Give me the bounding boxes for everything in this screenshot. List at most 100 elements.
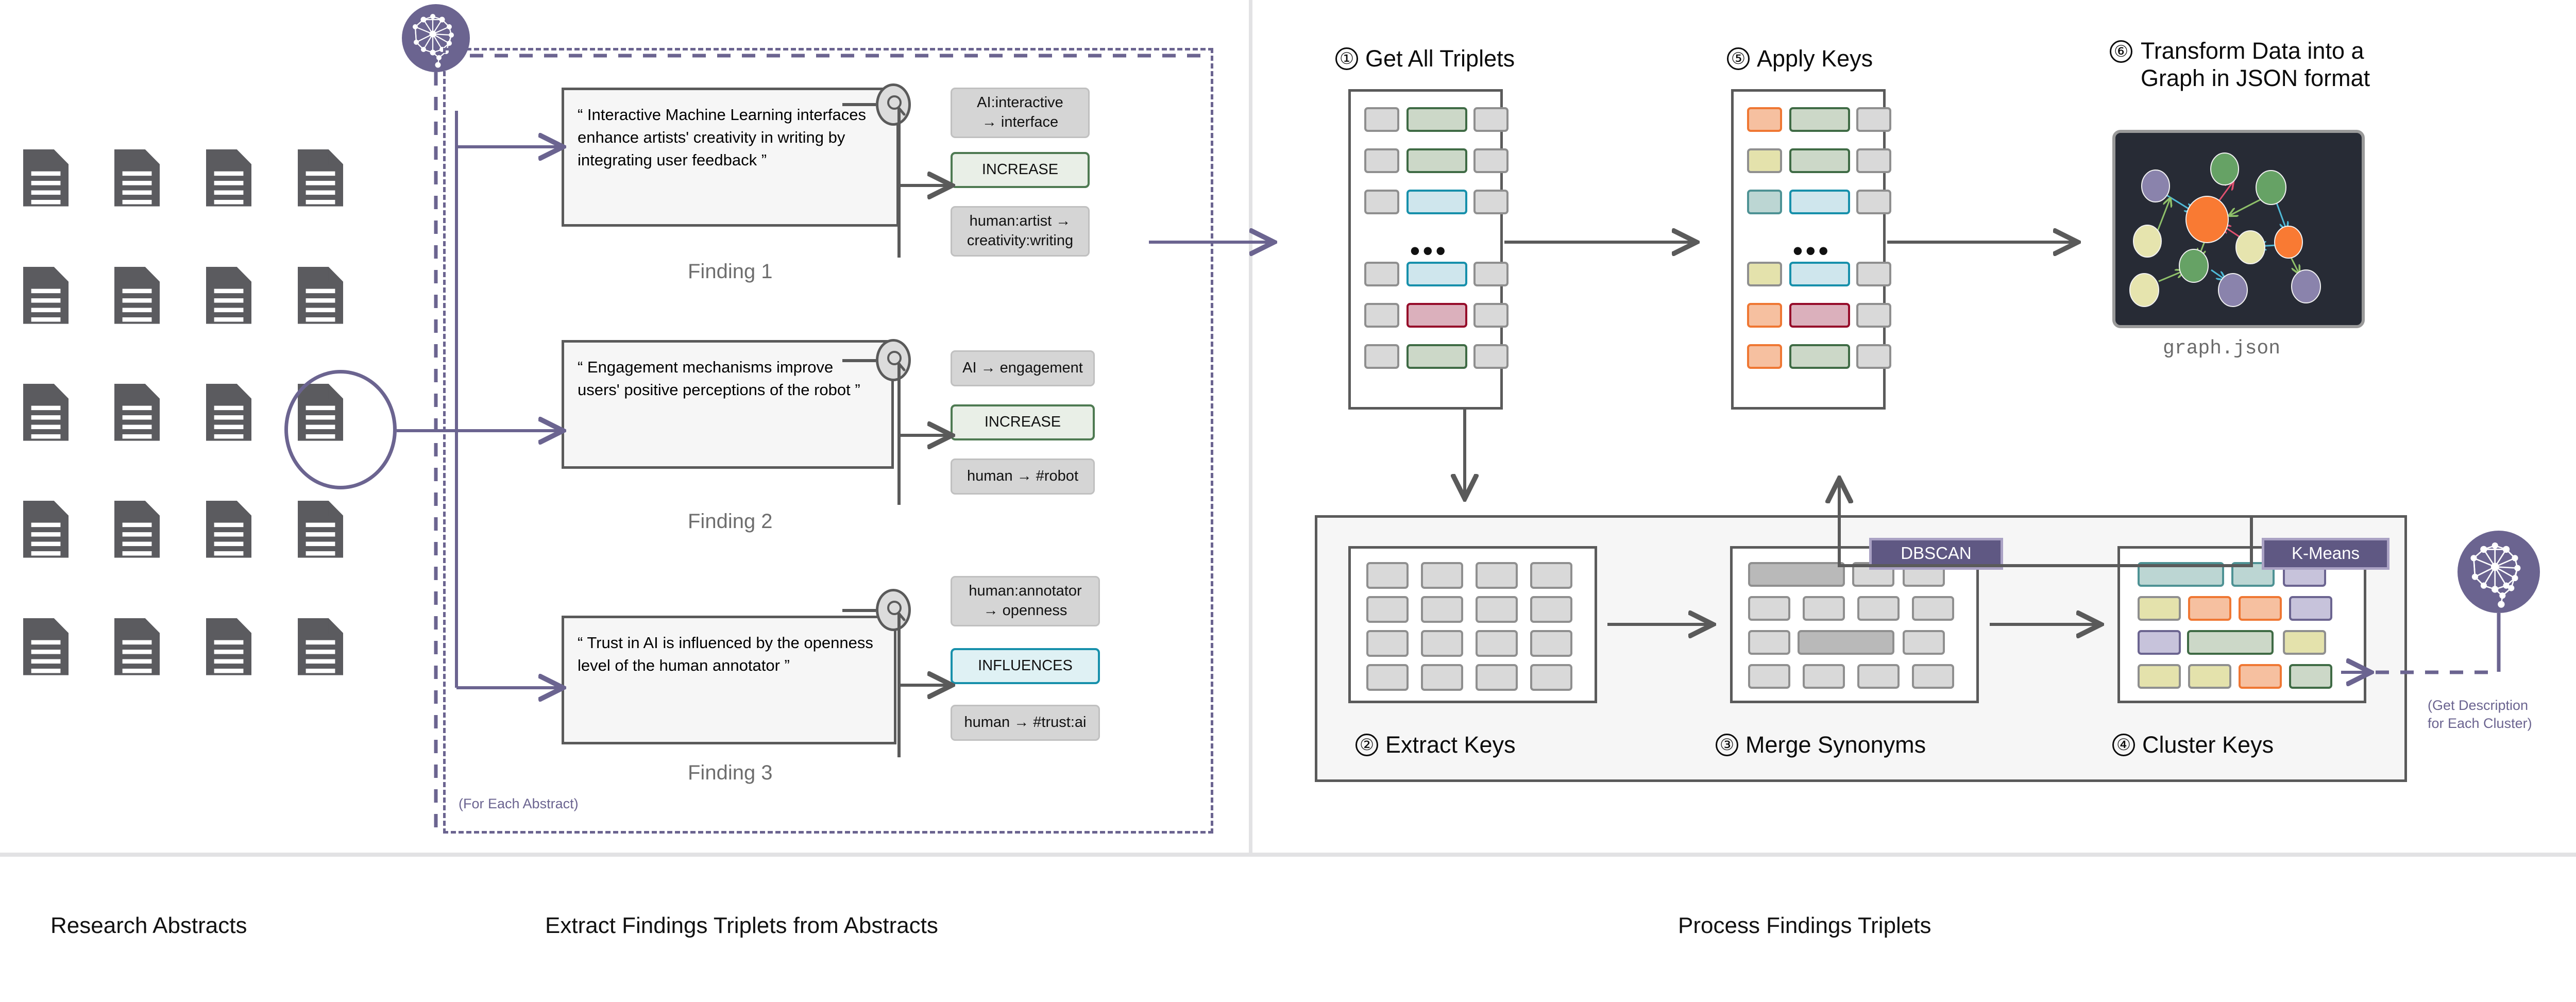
keyed-triplet-cell-col1 bbox=[1747, 107, 1782, 132]
triplet-cell-col3 bbox=[1473, 262, 1509, 286]
triplet-object-chip: human:artist →creativity:writing bbox=[951, 206, 1090, 257]
extracted-key-cell bbox=[1366, 562, 1409, 589]
step-5-label: Apply Keys bbox=[1757, 45, 1873, 72]
extracted-key-cell bbox=[1530, 630, 1572, 657]
extracted-key-cell bbox=[1476, 630, 1518, 657]
document-icon bbox=[23, 149, 69, 207]
keyed-triplet-cell-col1 bbox=[1747, 262, 1782, 286]
merged-key-cell bbox=[1748, 562, 1845, 587]
step-4-label: Cluster Keys bbox=[2142, 732, 2274, 758]
extracted-key-cell bbox=[1421, 664, 1463, 691]
triplet-cell-col2 bbox=[1406, 262, 1467, 286]
extracted-key-cell bbox=[1748, 596, 1790, 621]
extracted-key-cell bbox=[1476, 562, 1518, 589]
document-icon bbox=[23, 384, 69, 441]
extracted-key-cell bbox=[1366, 664, 1409, 691]
triplet-cell-col2 bbox=[1406, 303, 1467, 328]
search-icon[interactable] bbox=[876, 83, 911, 126]
step-5-panel bbox=[1731, 89, 1891, 410]
caption-research-abstracts: Research Abstracts bbox=[50, 913, 247, 938]
document-icon bbox=[23, 501, 69, 558]
graph-svg bbox=[2129, 152, 2321, 307]
step-3-number: ③ bbox=[1716, 734, 1738, 756]
extracted-key-cell bbox=[1803, 664, 1845, 689]
kmeans-badge: K-Means bbox=[2262, 538, 2389, 570]
keyed-triplet-cell-col1 bbox=[1747, 303, 1782, 328]
triplet-cell-col2 bbox=[1406, 344, 1467, 369]
triplet-cell-col1 bbox=[1364, 190, 1399, 214]
document-icon bbox=[114, 149, 160, 207]
merged-key-cell bbox=[1798, 630, 1894, 655]
extracted-key-cell bbox=[1421, 596, 1463, 623]
step-3-label: Merge Synonyms bbox=[1745, 732, 1926, 758]
finding-label: Finding 1 bbox=[688, 260, 773, 283]
keyed-triplet-cell-col2 bbox=[1789, 107, 1850, 132]
finding-quote-box: “ Engagement mechanisms improve users' p… bbox=[562, 340, 894, 469]
extracted-key-cell bbox=[1748, 630, 1790, 655]
cluster-key-cell bbox=[2188, 664, 2231, 689]
document-icon bbox=[114, 384, 160, 441]
keyed-triplet-cell-col2 bbox=[1789, 303, 1850, 328]
step-6-label-line2: Graph in JSON format bbox=[2141, 65, 2370, 92]
cluster-note-line2: for Each Cluster) bbox=[2428, 716, 2532, 732]
extracted-key-cell bbox=[1530, 596, 1572, 623]
triplet-cell-col2 bbox=[1406, 107, 1467, 132]
step-2-label: Extract Keys bbox=[1385, 732, 1516, 758]
keyed-triplet-cell-col1 bbox=[1747, 148, 1782, 173]
triplet-object-chip: human → #robot bbox=[951, 458, 1095, 495]
keyed-triplet-cell-col2 bbox=[1789, 344, 1850, 369]
keyed-triplet-cell-col2 bbox=[1789, 148, 1850, 173]
for-each-abstract-group bbox=[443, 48, 1213, 834]
extracted-key-cell bbox=[1803, 596, 1845, 621]
step-6-label-line1: Transform Data into a bbox=[2141, 38, 2364, 64]
cluster-key-cell bbox=[2239, 664, 2282, 689]
step-5-ellipsis: ••• bbox=[1793, 235, 1832, 266]
horizontal-divider bbox=[0, 853, 2576, 857]
caption-process-findings: Process Findings Triplets bbox=[1678, 913, 1931, 938]
triplet-cell-col1 bbox=[1364, 107, 1399, 132]
triplet-cell-col1 bbox=[1364, 303, 1399, 328]
step-3-title: ③ Merge Synonyms bbox=[1716, 732, 1926, 758]
extracted-key-cell bbox=[1530, 562, 1572, 589]
knowledge-graph-preview bbox=[2112, 130, 2365, 328]
keyed-triplet-cell-col3 bbox=[1856, 262, 1891, 286]
extracted-key-cell bbox=[1421, 562, 1463, 589]
selected-abstract-highlight[interactable] bbox=[284, 370, 397, 489]
triplet-cell-col3 bbox=[1473, 107, 1509, 132]
triplet-relation-chip: INCREASE bbox=[951, 404, 1095, 440]
step-5-title: ⑤ Apply Keys bbox=[1727, 45, 1873, 72]
extracted-key-cell bbox=[1857, 664, 1900, 689]
extracted-key-cell bbox=[1530, 664, 1572, 691]
triplet-relation-chip: INFLUENCES bbox=[951, 648, 1100, 684]
triplet-cell-col1 bbox=[1364, 344, 1399, 369]
step-2-title: ② Extract Keys bbox=[1355, 732, 1516, 758]
triplet-subject-chip: human:annotator→ openness bbox=[951, 576, 1100, 626]
extracted-key-cell bbox=[1912, 664, 1954, 689]
extracted-key-cell bbox=[1421, 630, 1463, 657]
extracted-key-cell bbox=[1476, 664, 1518, 691]
finding-quote-box: “ Trust in AI is influenced by the openn… bbox=[562, 616, 896, 744]
search-icon[interactable] bbox=[876, 339, 911, 381]
document-icon bbox=[298, 149, 344, 207]
cluster-note-line1: (Get Description bbox=[2428, 698, 2529, 713]
cluster-key-cell bbox=[2188, 596, 2231, 621]
for-each-abstract-note: (For Each Abstract) bbox=[459, 796, 579, 811]
step-2-number: ② bbox=[1355, 734, 1378, 756]
document-icon bbox=[206, 501, 252, 558]
step-4-title: ④ Cluster Keys bbox=[2112, 732, 2274, 758]
search-icon[interactable] bbox=[876, 589, 911, 631]
cluster-key-cell bbox=[2187, 630, 2274, 655]
step-4-panel bbox=[2117, 546, 2366, 703]
document-icon bbox=[298, 618, 344, 675]
document-icon bbox=[206, 149, 252, 207]
keyed-triplet-cell-col1 bbox=[1747, 344, 1782, 369]
cluster-key-cell bbox=[2138, 664, 2181, 689]
document-icon bbox=[206, 384, 252, 441]
triplet-cell-col3 bbox=[1473, 344, 1509, 369]
vertical-divider bbox=[1249, 0, 1252, 855]
triplet-cell-col2 bbox=[1406, 148, 1467, 173]
cluster-key-cell bbox=[2138, 596, 2181, 621]
document-icon bbox=[114, 501, 160, 558]
caption-extract-findings: Extract Findings Triplets from Abstracts bbox=[545, 913, 938, 938]
